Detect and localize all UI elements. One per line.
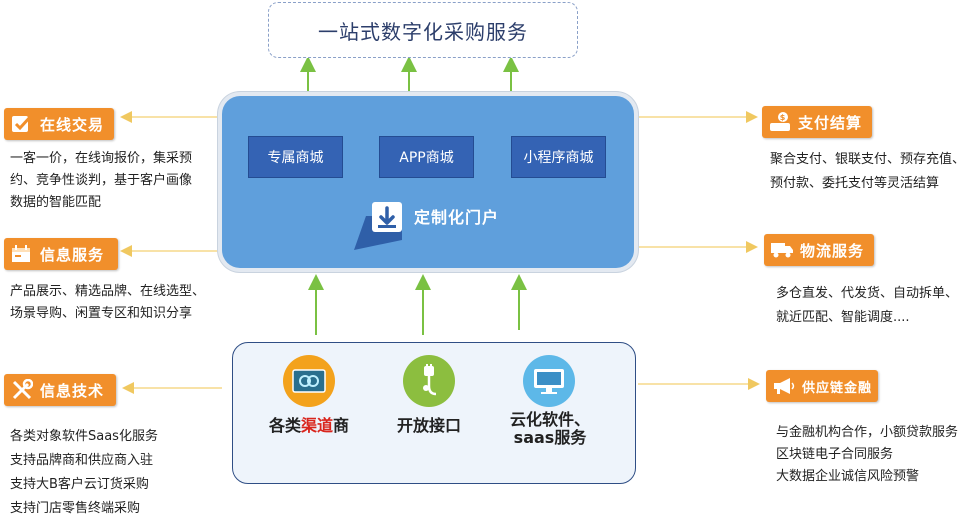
badge-info-service-label: 信息服务: [40, 245, 105, 264]
badge-payment[interactable]: $ 支付结算: [762, 106, 872, 138]
megaphone-icon: [772, 375, 796, 397]
top-title-box: 一站式数字化采购服务: [268, 2, 578, 58]
truck-icon: [770, 239, 794, 261]
info-tech-desc: 各类对象软件Saas化服务 支持品牌商和供应商入驻 支持大B客户云订货采购 支持…: [10, 429, 158, 516]
checkbox-icon: [10, 113, 34, 135]
tools-icon: [10, 379, 34, 401]
badge-payment-label: 支付结算: [798, 113, 863, 132]
calendar-icon: [10, 243, 34, 265]
bottom-features-panel: 各类渠道商 开放接口 云化软件、 saas服务: [232, 342, 636, 484]
cloud-saas-label: 云化软件、 saas服务: [509, 410, 590, 447]
online-trading-desc: 一客一价，在线询报价，集采预 约、竞争性谈判，基于客户画像 数据的智能匹配: [10, 151, 193, 210]
payment-icon: $: [768, 111, 792, 133]
badge-online-trading[interactable]: 在线交易: [4, 108, 114, 140]
info-service-desc: 产品展示、精选品牌、在线选型、 场景导购、闲置专区和知识分享: [10, 284, 206, 321]
mall-app[interactable]: APP商城: [379, 136, 474, 178]
badge-info-tech[interactable]: 信息技术: [4, 374, 116, 406]
badge-supply-chain-finance-label: 供应链金融: [802, 380, 873, 396]
badge-logistics[interactable]: 物流服务: [764, 234, 874, 266]
open-api-label: 开放接口: [396, 416, 461, 435]
badge-online-trading-label: 在线交易: [40, 115, 105, 134]
svg-text:$: $: [780, 113, 787, 122]
badge-logistics-label: 物流服务: [800, 241, 865, 260]
channel-partners-label: 各类渠道商: [268, 416, 350, 435]
plug-icon: [403, 355, 455, 407]
badge-info-tech-label: 信息技术: [40, 381, 105, 400]
payment-desc: 聚合支付、银联支付、预存充值、 预付款、委托支付等灵活结算: [770, 152, 966, 191]
monitor-icon: [523, 355, 575, 407]
mall-exclusive[interactable]: 专属商城: [248, 136, 343, 178]
custom-portal-panel: 专属商城 APP商城 小程序商城: [222, 96, 634, 268]
badge-info-service[interactable]: 信息服务: [4, 238, 118, 270]
link-icon: [283, 355, 335, 407]
mall-miniprogram[interactable]: 小程序商城: [511, 136, 606, 178]
badge-supply-chain-finance[interactable]: 供应链金融: [766, 370, 878, 402]
supply-chain-finance-desc: 与金融机构合作，小额贷款服务 区块链电子合同服务 大数据企业诚信风险预警: [776, 425, 959, 484]
portal-title: 定制化门户: [414, 208, 500, 227]
top-title: 一站式数字化采购服务: [318, 19, 528, 44]
portal-logo-icon: [352, 200, 408, 256]
logistics-desc: 多仓直发、代发货、自动拆单、 就近匹配、智能调度....: [776, 286, 959, 325]
